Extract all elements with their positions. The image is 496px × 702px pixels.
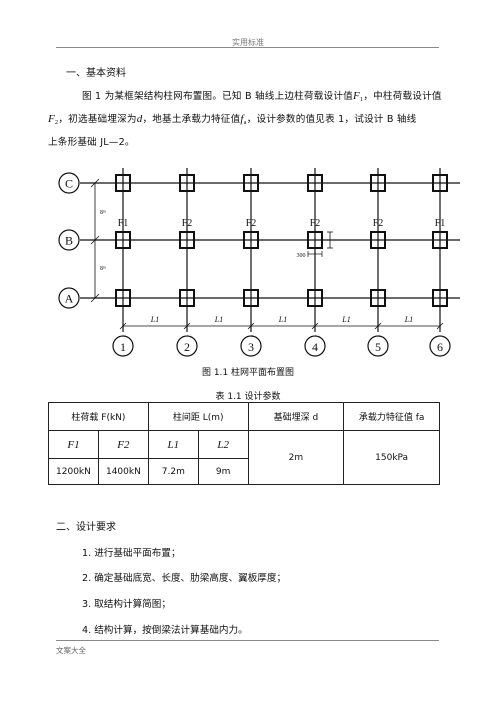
dimension-tick bbox=[374, 322, 382, 330]
requirement-item: 3. 取结构计算简图； bbox=[82, 599, 171, 610]
header-foundation-depth: 基础埋深 d bbox=[247, 402, 345, 431]
column-square bbox=[115, 231, 131, 249]
column-square bbox=[243, 231, 259, 249]
span-label: L1 bbox=[150, 315, 159, 324]
page-footer: 文案大全 bbox=[56, 646, 86, 655]
design-parameters-table: 柱荷载 F(kN) 柱间距 L(m) 基础埋深 d 承载力特征值 fa F1 F… bbox=[48, 402, 440, 485]
dimension-tick bbox=[183, 322, 191, 330]
span-label: L1 bbox=[278, 315, 287, 324]
value-foundation-depth: 2m bbox=[247, 430, 345, 485]
axis-label-2: 2 bbox=[184, 340, 190, 354]
column-square bbox=[307, 174, 323, 192]
axis-label-4: 4 bbox=[312, 340, 318, 354]
load-label: F2 bbox=[373, 218, 384, 229]
para1-text-a: 图 1 为某框架结构柱网布置图。已知 B 轴线上边柱荷载设计值 bbox=[82, 91, 353, 102]
axis-bubble-1 bbox=[112, 335, 134, 357]
symbol-fa: fa bbox=[240, 113, 247, 126]
section2-heading: 二、设计要求 bbox=[56, 522, 116, 533]
symbol-F2: F2 bbox=[48, 113, 59, 126]
axis-bubble-4 bbox=[304, 335, 326, 357]
para2-text-c: ，设计参数的值见表 1，试设计 B 轴线 bbox=[246, 114, 417, 125]
header-rule bbox=[56, 47, 439, 48]
header-column-load: 柱荷载 F(kN) bbox=[48, 402, 149, 431]
para2-text-a: ，初选基础埋深为 bbox=[58, 114, 137, 125]
column-square bbox=[370, 174, 386, 192]
axis-label-3: 3 bbox=[248, 340, 254, 354]
subheader-L2: L2 bbox=[197, 430, 249, 459]
column-square bbox=[370, 289, 386, 307]
value-F2: 1400kN bbox=[97, 458, 149, 485]
header-column-span: 柱间距 L(m) bbox=[147, 402, 249, 431]
column-square bbox=[432, 289, 448, 307]
table-caption: 表 1.1 设计参数 bbox=[215, 392, 281, 402]
value-F1: 1200kN bbox=[48, 458, 99, 485]
axis-label-6: 6 bbox=[437, 340, 443, 354]
dimension-tick bbox=[436, 322, 444, 330]
span-label: L1 bbox=[404, 315, 413, 324]
page-header: 实用标准 bbox=[232, 38, 264, 47]
section1-heading: 一、基本资料 bbox=[66, 68, 126, 79]
symbol-F1: F1 bbox=[352, 90, 364, 103]
column-square bbox=[243, 289, 259, 307]
requirement-item: 1. 进行基础平面布置； bbox=[82, 548, 181, 559]
axis-bubble-5 bbox=[367, 335, 389, 357]
column-square bbox=[307, 231, 323, 249]
subheader-F2: F2 bbox=[97, 430, 149, 459]
footer-rule bbox=[56, 640, 439, 641]
dimension-tick bbox=[90, 178, 100, 188]
para2-text-b: ，地基土承载力特征值 bbox=[142, 114, 241, 125]
load-label: F2 bbox=[182, 218, 193, 229]
subheader-L1: L1 bbox=[147, 430, 199, 459]
dimension-tick bbox=[90, 293, 100, 303]
axis-label-1: 1 bbox=[120, 340, 126, 354]
paragraph-line-1: 图 1 为某框架结构柱网布置图。已知 B 轴线上边柱荷载设计值F1，中柱荷载设计… bbox=[82, 85, 442, 111]
dimension-tick bbox=[119, 322, 127, 330]
axis-label-5: 5 bbox=[375, 340, 381, 354]
symbol-d: d bbox=[136, 113, 143, 125]
axis-label-B: B bbox=[65, 234, 73, 248]
column-square bbox=[179, 289, 195, 307]
column-square bbox=[115, 174, 131, 192]
column-square bbox=[432, 231, 448, 249]
span-label: L1 bbox=[341, 315, 350, 324]
axis-bubble-2 bbox=[176, 335, 198, 357]
axis-bubble-6 bbox=[429, 335, 451, 357]
value-L1: 7.2m bbox=[147, 458, 199, 485]
figure-caption: 图 1.1 柱网平面布置图 bbox=[201, 368, 295, 378]
load-label: F1 bbox=[435, 218, 446, 229]
column-square bbox=[370, 231, 386, 249]
requirement-item: 4. 结构计算，按倒梁法计算基础内力。 bbox=[82, 625, 248, 636]
column-square bbox=[179, 231, 195, 249]
column-square bbox=[115, 289, 131, 307]
axis-bubble-3 bbox=[240, 335, 262, 357]
load-label: F2 bbox=[246, 218, 257, 229]
value-bearing-capacity: 150kPa bbox=[343, 430, 440, 485]
axis-bubble-C bbox=[58, 172, 80, 194]
column-square bbox=[307, 289, 323, 307]
vertical-dimension-label: 8ᵐ bbox=[100, 210, 106, 216]
dimension-tick bbox=[247, 322, 255, 330]
axis-label-C: C bbox=[65, 177, 73, 191]
axis-label-A: A bbox=[65, 292, 74, 306]
dimension-tick bbox=[311, 322, 319, 330]
column-square bbox=[243, 174, 259, 192]
requirement-item: 2. 确定基础底宽、长度、肋梁高度、翼板厚度； bbox=[82, 573, 287, 584]
dimension-tick bbox=[90, 235, 100, 245]
column-square bbox=[432, 174, 448, 192]
paragraph-line-2: F2，初选基础埋深为d，地基土承载力特征值fa，设计参数的值见表 1，试设计 B… bbox=[48, 108, 416, 134]
axis-bubble-A bbox=[58, 287, 80, 309]
para1-text-b: ，中柱荷载设计值 bbox=[363, 91, 442, 102]
span-label: L1 bbox=[214, 315, 223, 324]
value-L2: 9m bbox=[197, 458, 249, 485]
load-label: F2 bbox=[310, 218, 321, 229]
vertical-dimension-label: 8ᵐ bbox=[100, 266, 106, 272]
paragraph-line-3: 上条形基础 JL—2。 bbox=[48, 137, 135, 148]
column-dimension-label: 300 bbox=[297, 253, 306, 259]
load-label: F1 bbox=[118, 218, 129, 229]
column-square bbox=[179, 174, 195, 192]
subheader-F1: F1 bbox=[48, 430, 99, 459]
axis-bubble-B bbox=[58, 229, 80, 251]
header-bearing-capacity: 承载力特征值 fa bbox=[343, 402, 440, 431]
